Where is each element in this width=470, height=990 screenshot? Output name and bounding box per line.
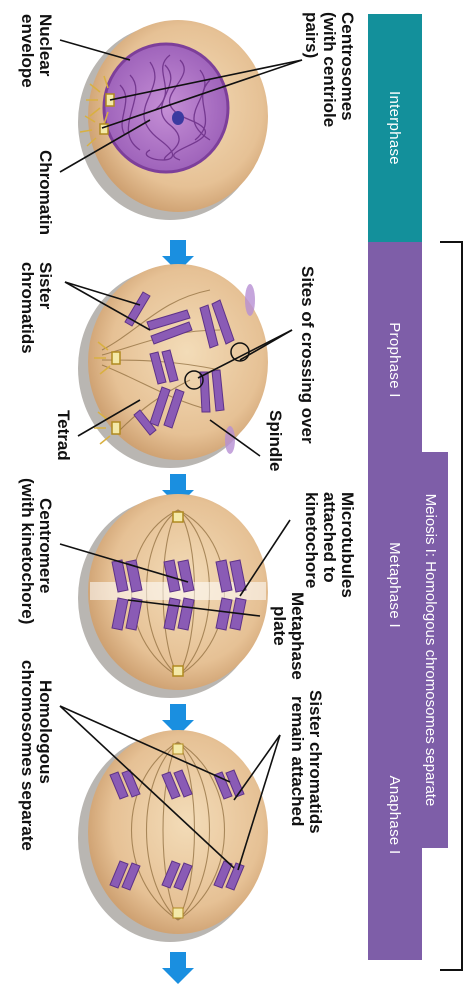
label-metaphase-plate-1: Metaphase bbox=[288, 592, 307, 680]
anaphase-cell bbox=[78, 730, 268, 942]
nucleus bbox=[104, 44, 228, 172]
phase-bars: Interphase Prophase I Metaphase I Anapha… bbox=[368, 14, 422, 960]
label-tetrad: Tetrad bbox=[54, 410, 73, 461]
label-sister-1: Sister bbox=[36, 262, 55, 310]
anaphase-label: Anaphase I bbox=[386, 776, 403, 855]
label-microtubules-2: attached to bbox=[320, 492, 339, 583]
label-homologous-1: Homologous bbox=[36, 680, 55, 784]
label-microtubules-3: kinetochore bbox=[302, 492, 321, 588]
interphase-cell bbox=[78, 20, 268, 220]
label-sister-remain-1: Sister chromatids bbox=[306, 690, 325, 834]
label-microtubules-1: Microtubules bbox=[338, 492, 357, 598]
label-centrosomes-2: (with centriole bbox=[320, 12, 339, 127]
label-sites-crossing: Sites of crossing over bbox=[298, 266, 317, 444]
label-metaphase-plate-2: plate bbox=[270, 606, 289, 646]
nucleolus bbox=[172, 111, 184, 125]
meiosis-title: Meiosis I: Homologous chromosomes separa… bbox=[422, 494, 439, 807]
label-nuclear-1: Nuclear bbox=[36, 14, 55, 77]
label-chromatin: Chromatin bbox=[36, 150, 55, 235]
interphase-label: Interphase bbox=[386, 91, 403, 165]
metaphase-cell bbox=[78, 494, 268, 698]
label-centromere-2: (with kinetochore) bbox=[18, 478, 37, 624]
label-centrosomes-3: pairs) bbox=[302, 12, 321, 58]
label-nuclear-2: envelope bbox=[18, 14, 37, 88]
label-sister-remain-2: remain attached bbox=[288, 696, 307, 826]
metaphase-label: Metaphase I bbox=[386, 542, 403, 628]
arrow-4 bbox=[162, 952, 194, 984]
label-centrosomes-1: Centrosomes bbox=[338, 12, 357, 121]
label-centromere-1: Centromere bbox=[36, 498, 55, 593]
label-homologous-2: chromosomes separate bbox=[18, 660, 37, 851]
prophase-label: Prophase I bbox=[386, 322, 403, 398]
label-sister-2: chromatids bbox=[18, 262, 37, 354]
label-spindle: Spindle bbox=[266, 410, 285, 471]
